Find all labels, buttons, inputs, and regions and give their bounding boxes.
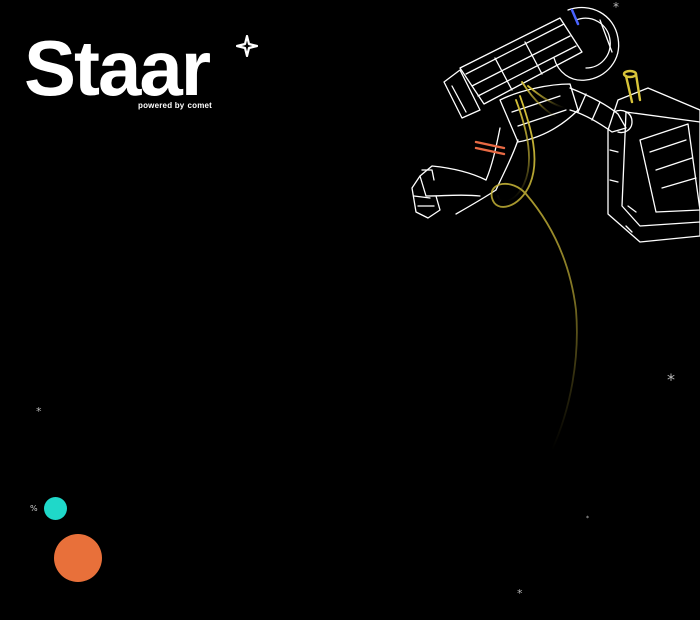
star-icon: * <box>667 370 675 389</box>
astronaut-illustration <box>411 6 700 451</box>
comet-brand: comet <box>187 101 213 110</box>
star-icon: * <box>586 515 589 522</box>
sparkle-icon <box>236 35 258 57</box>
powered-by-label: powered by <box>138 101 185 110</box>
logo-wordmark: Staar <box>24 24 211 112</box>
cyan-dot <box>44 497 67 520</box>
star-icon: * <box>613 0 619 14</box>
orange-dot <box>54 534 102 582</box>
star-icon: * <box>36 405 42 418</box>
star-icon: * <box>517 587 523 600</box>
percent-glyph: % <box>30 504 38 513</box>
